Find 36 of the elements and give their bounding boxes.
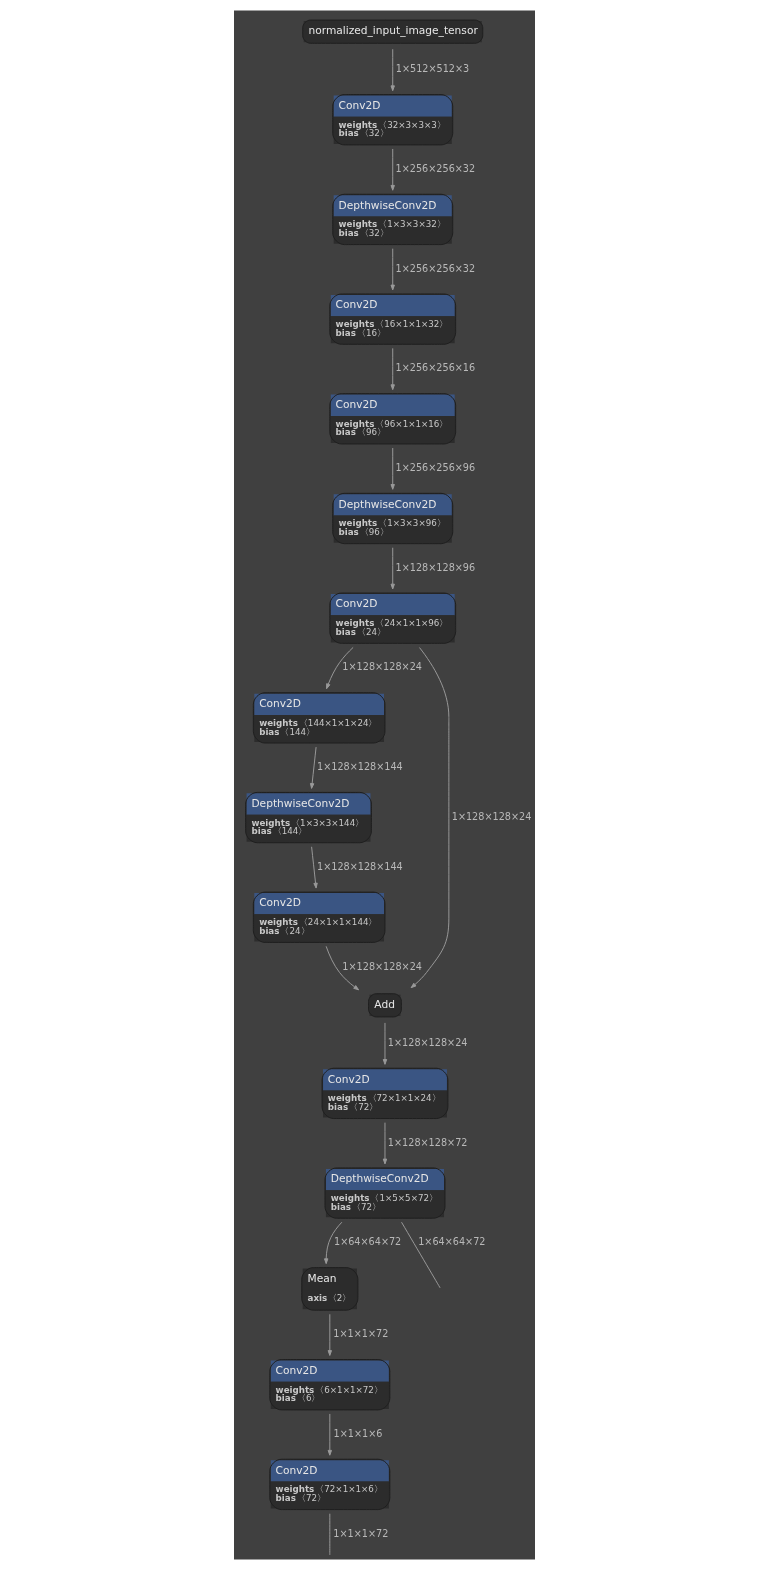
arrow [325, 646, 354, 690]
arrow [390, 547, 395, 590]
edge-label: 1×128×128×96 [395, 561, 475, 573]
edge-label: 1×128×128×72 [387, 1136, 467, 1148]
edge-label: 1×64×64×72 [417, 1236, 485, 1248]
edge-label: 1×128×128×24 [387, 1036, 467, 1048]
edge-label: 1×1×1×72 [332, 1328, 388, 1340]
edge-label: 1×1×1×72 [332, 1527, 388, 1539]
edge-label: 1×256×256×32 [395, 262, 475, 274]
edge-label: 1×128×128×24 [341, 661, 422, 673]
arrow [309, 746, 317, 789]
arrow [390, 347, 395, 391]
arrow [327, 1313, 332, 1356]
arrow [382, 1122, 387, 1165]
edge-label: 1×256×256×32 [395, 163, 475, 175]
arrow [323, 1221, 342, 1265]
edge-label: 1×256×256×16 [395, 362, 475, 374]
arrow [390, 447, 395, 490]
edge-label: 1×128×128×24 [341, 960, 422, 972]
edge-label: 1×128×128×24 [451, 810, 531, 822]
edge-label: 1×256×256×96 [395, 462, 475, 474]
arrow [390, 148, 395, 191]
arrow [325, 945, 359, 991]
edge-label: 1×64×64×72 [333, 1236, 401, 1248]
edge-label: 1×128×128×144 [316, 860, 403, 872]
edge-label: 1×1×1×6 [333, 1427, 382, 1439]
arrow [390, 248, 395, 291]
arrow [327, 1413, 332, 1456]
arrow [310, 846, 318, 889]
arrow [410, 647, 449, 989]
edge-label: 1×128×128×144 [316, 761, 403, 773]
connector [328, 1513, 330, 1556]
connector [400, 1221, 441, 1289]
arrow [390, 48, 395, 92]
edge-label: 1×512×512×3 [395, 63, 469, 75]
arrow [382, 1022, 387, 1065]
